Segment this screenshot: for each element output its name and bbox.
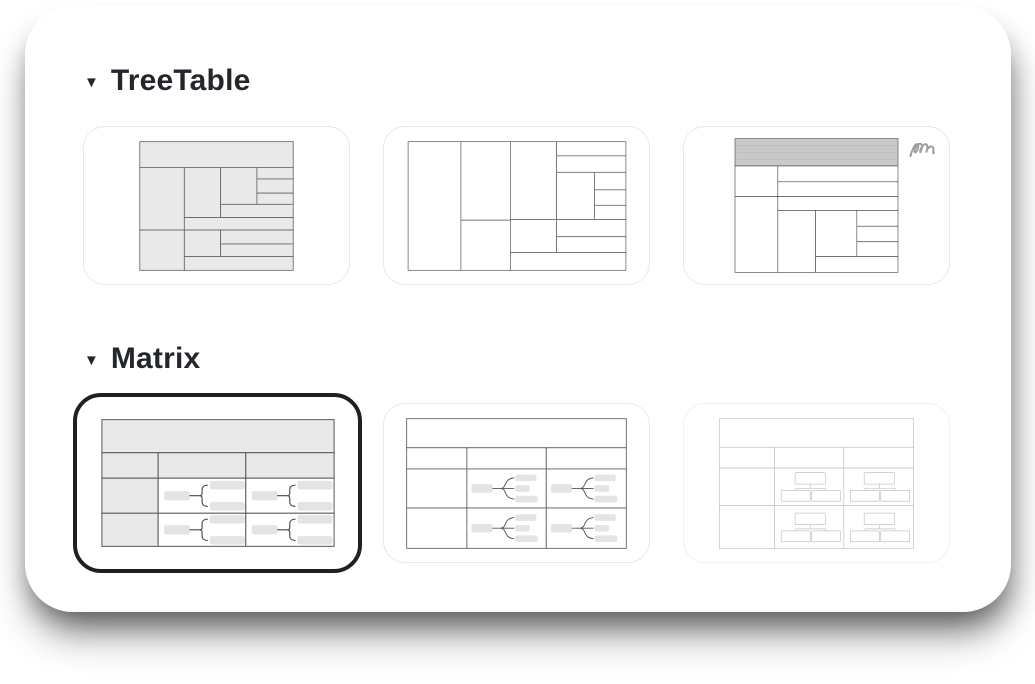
treetable-outline-thumbnail bbox=[407, 140, 626, 271]
matrix-orgchart-thumbnail bbox=[719, 417, 914, 549]
matrix-outline-thumbnail bbox=[406, 417, 627, 549]
section-label-treetable: TreeTable bbox=[110, 64, 251, 97]
template-card-matrix-outline[interactable] bbox=[383, 403, 650, 563]
collapse-triangle-icon: ▼ bbox=[84, 351, 99, 369]
template-card-treetable-filled[interactable] bbox=[83, 126, 350, 285]
collapse-triangle-icon: ▼ bbox=[84, 73, 99, 91]
template-card-matrix-filled-selected[interactable] bbox=[73, 393, 362, 573]
template-card-treetable-outline[interactable] bbox=[383, 126, 650, 285]
section-header-matrix[interactable]: ▼ Matrix bbox=[84, 344, 200, 374]
brand-scribble-icon bbox=[909, 142, 935, 157]
matrix-filled-thumbnail bbox=[100, 419, 335, 547]
template-card-treetable-sketch[interactable] bbox=[683, 126, 950, 285]
section-label-matrix: Matrix bbox=[110, 342, 201, 375]
template-card-matrix-orgchart[interactable] bbox=[683, 403, 950, 563]
template-picker-panel: ▼ TreeTable bbox=[25, 6, 1011, 612]
section-header-treetable[interactable]: ▼ TreeTable bbox=[84, 66, 251, 96]
treetable-filled-thumbnail bbox=[139, 140, 294, 271]
treetable-sketch-thumbnail bbox=[734, 138, 899, 273]
